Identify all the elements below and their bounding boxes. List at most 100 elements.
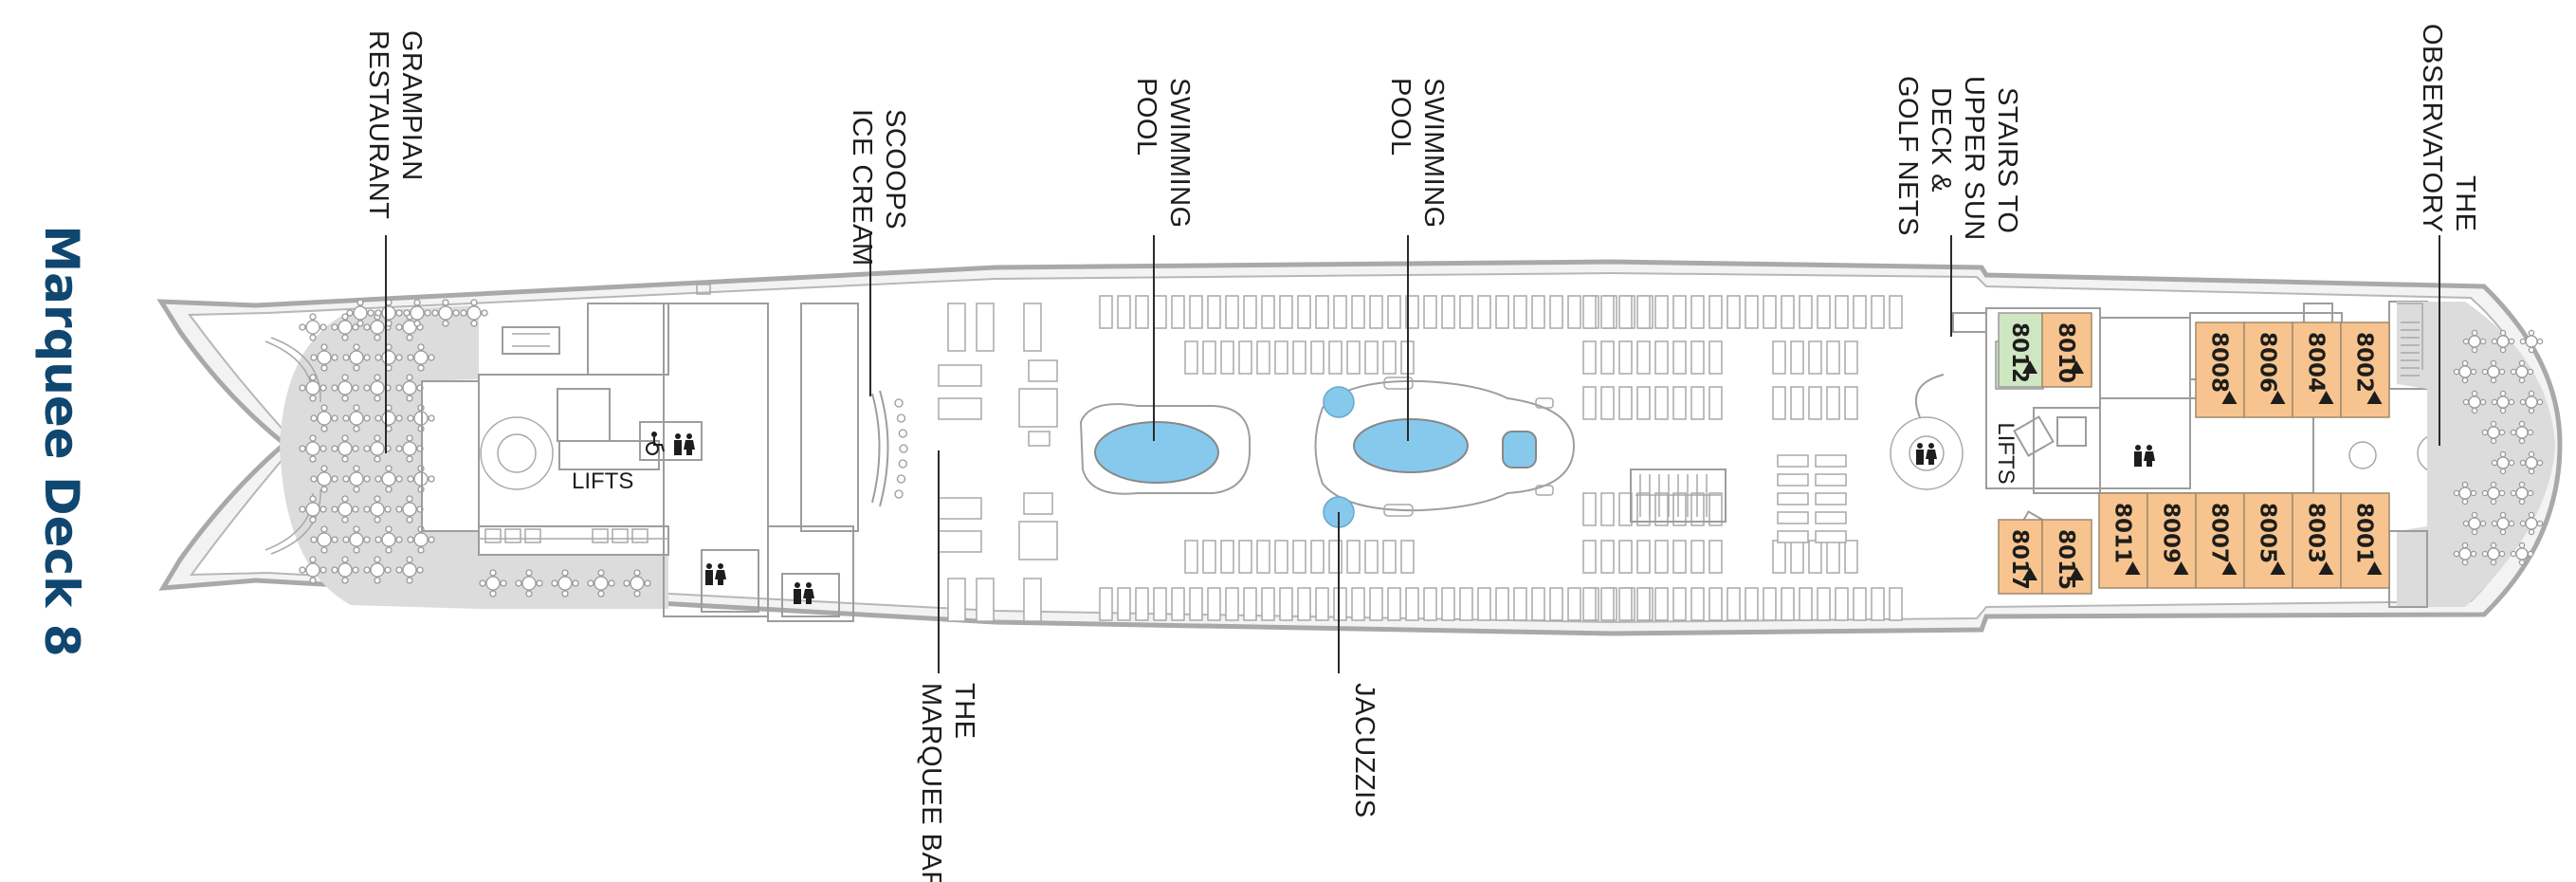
sun-lounger <box>1582 492 1597 526</box>
sun-lounger <box>1690 295 1705 329</box>
toilet-icon <box>794 582 814 604</box>
sun-lounger <box>1310 340 1325 375</box>
sun-lounger <box>1600 340 1615 375</box>
cabin-8005[interactable]: 8005 <box>2243 492 2293 589</box>
triangle-marker-icon <box>2366 561 2383 575</box>
cabin-8001[interactable]: 8001 <box>2340 492 2390 589</box>
sun-lounger <box>1184 340 1198 375</box>
sun-lounger <box>1781 587 1795 621</box>
sun-lounger <box>1777 511 1809 524</box>
sun-lounger <box>1238 540 1252 574</box>
table <box>342 465 371 493</box>
sun-lounger <box>1808 540 1822 574</box>
sun-lounger <box>1889 295 1903 329</box>
cabin-8002[interactable]: 8002 <box>2340 322 2390 418</box>
cabin-number: 8002 <box>2352 332 2377 393</box>
sun-lounger <box>1600 587 1615 621</box>
sun-lounger <box>1333 295 1347 329</box>
sun-lounger <box>1777 454 1809 468</box>
sun-lounger <box>1369 587 1383 621</box>
sun-lounger <box>1826 540 1840 574</box>
sun-lounger <box>1382 540 1397 574</box>
sun-lounger <box>1328 340 1343 375</box>
sun-lounger <box>1346 540 1361 574</box>
svg-text:SWIMMING: SWIMMING <box>1418 78 1449 229</box>
sun-lounger <box>1618 295 1633 329</box>
svg-text:DECK &: DECK & <box>1926 87 1956 193</box>
table <box>363 556 392 584</box>
cabin-8009[interactable]: 8009 <box>2147 492 2197 589</box>
label-swimming-pool-forward: SWIMMING POOL <box>1385 78 1449 229</box>
table <box>2519 329 2544 354</box>
table <box>2510 481 2534 505</box>
toilet-icon <box>1916 443 1937 465</box>
sun-lounger <box>1495 295 1509 329</box>
stool <box>894 398 904 408</box>
table <box>2519 511 2544 536</box>
svg-text:STAIRS TO: STAIRS TO <box>1992 87 2022 233</box>
sun-lounger <box>1777 492 1809 505</box>
sun-lounger <box>1243 587 1257 621</box>
sun-lounger <box>1690 340 1705 375</box>
table <box>2491 511 2515 536</box>
sun-lounger <box>1346 340 1361 375</box>
cabin-number: 8011 <box>2110 503 2135 563</box>
cabin-8007[interactable]: 8007 <box>2195 492 2245 589</box>
cabin-8003[interactable]: 8003 <box>2292 492 2342 589</box>
sun-lounger <box>1817 295 1831 329</box>
table <box>2481 359 2506 384</box>
table <box>310 343 338 372</box>
table <box>299 495 327 524</box>
sun-lounger <box>1459 587 1473 621</box>
lifts-label-aft: LIFTS <box>572 469 633 494</box>
sun-lounger <box>1582 340 1597 375</box>
table <box>2491 450 2515 475</box>
stool <box>896 474 906 484</box>
sun-lounger <box>1835 295 1849 329</box>
table <box>299 434 327 463</box>
sun-lounger <box>1333 587 1347 621</box>
table <box>2481 481 2506 505</box>
sun-lounger <box>1781 295 1795 329</box>
cabin-8012[interactable]: 8012 <box>1998 312 2043 388</box>
sun-lounger <box>1636 295 1651 329</box>
lifts-label-forward: LIFTS <box>1993 422 2019 484</box>
sun-lounger <box>1582 386 1597 420</box>
cabin-8004[interactable]: 8004 <box>2292 322 2342 418</box>
sun-lounger <box>1315 295 1329 329</box>
sun-lounger <box>1844 540 1858 574</box>
table <box>2453 481 2477 505</box>
cabin-number: 8003 <box>2304 503 2329 563</box>
sun-lounger <box>1274 340 1288 375</box>
sun-lounger <box>1815 473 1847 487</box>
sun-lounger <box>1567 587 1581 621</box>
cabin-8010[interactable]: 8010 <box>2041 312 2092 388</box>
cabin-8008[interactable]: 8008 <box>2195 322 2245 418</box>
swimming-pool-forward <box>1314 377 1576 517</box>
svg-text:SWIMMING: SWIMMING <box>1164 78 1195 229</box>
sun-lounger <box>1225 587 1239 621</box>
sun-lounger <box>1153 587 1167 621</box>
table <box>299 374 327 402</box>
cabin-8015[interactable]: 8015 <box>2041 519 2092 595</box>
svg-text:GRAMPIAN: GRAMPIAN <box>396 30 427 181</box>
aft-interior <box>421 284 859 622</box>
cabin-number: 8006 <box>2256 332 2280 393</box>
sun-lounger <box>1654 492 1669 526</box>
sun-lounger <box>1135 295 1149 329</box>
sun-lounger <box>1808 340 1822 375</box>
sun-lounger <box>1441 295 1455 329</box>
sun-lounger <box>1772 386 1786 420</box>
sun-lounger <box>1099 587 1113 621</box>
sun-lounger <box>1600 295 1615 329</box>
stool <box>896 413 906 423</box>
cabin-8017[interactable]: 8017 <box>1998 519 2043 595</box>
sun-lounger <box>1310 540 1325 574</box>
cabin-8006[interactable]: 8006 <box>2243 322 2293 418</box>
sun-lounger <box>1790 340 1804 375</box>
cabin-8011[interactable]: 8011 <box>2098 492 2148 589</box>
sun-lounger <box>1099 295 1113 329</box>
sun-lounger <box>1513 587 1527 621</box>
sun-lounger <box>1654 295 1669 329</box>
sun-lounger <box>1171 295 1185 329</box>
